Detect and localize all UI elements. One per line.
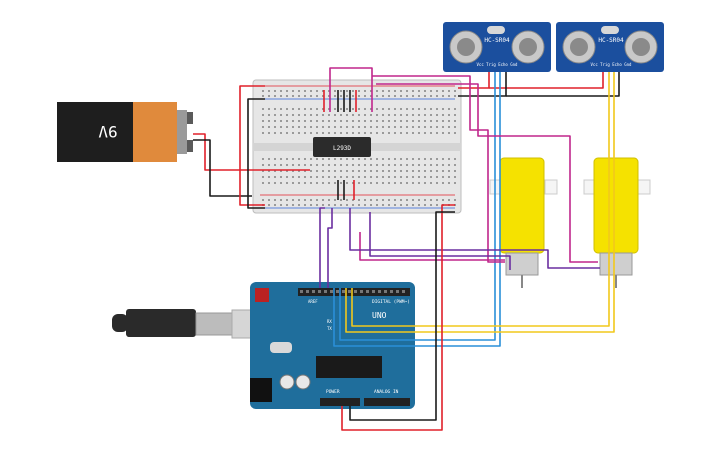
battery-label: 9V <box>98 122 118 141</box>
wire-arduino-gnd <box>349 211 455 421</box>
wire-rail-red-top <box>239 85 265 206</box>
wire-purple-3 <box>349 208 600 269</box>
wire-purple-2 <box>327 208 333 288</box>
wire-sensor1-echo <box>333 72 501 347</box>
sensor-1-pins: Vcc Trig Echo Gnd <box>477 62 519 67</box>
arduino-rx-label: RX <box>327 319 332 324</box>
ultrasonic-sensor-2: HC-SR04 Vcc Trig Echo Gnd <box>556 22 664 72</box>
arduino-tx-label: TX <box>327 326 332 331</box>
wire-magenta-3 <box>376 83 598 263</box>
wire-battery-negative <box>193 139 252 197</box>
arduino-aref-label: AREF <box>308 299 318 304</box>
wire-magenta-4 <box>359 232 505 261</box>
wire-sensor2-gnd <box>506 72 620 97</box>
wire-sensor2-trig <box>351 72 610 327</box>
wire-magenta-2 <box>372 75 505 263</box>
wire-battery-positive <box>193 133 310 171</box>
wire-sensor1-vcc <box>458 72 490 89</box>
wire-purple-4 <box>369 212 511 270</box>
sensor-1-label: HC-SR04 <box>484 37 510 44</box>
battery-9v: 9V <box>57 102 193 162</box>
ultrasonic-sensor-1: HC-SR04 Vcc Trig Echo Gnd <box>443 22 551 72</box>
dc-motor-1 <box>489 157 558 288</box>
wire-magenta-1 <box>329 67 373 112</box>
wire-sensor2-vcc <box>489 72 604 89</box>
arduino-digital-label: DIGITAL (PWM~) <box>372 299 410 305</box>
sensor-2-label: HC-SR04 <box>598 37 624 44</box>
sensor-2-pins: Vcc Trig Echo Gnd <box>591 62 633 67</box>
arduino-analog-label: ANALOG IN <box>374 389 399 395</box>
usb-cable <box>112 309 269 339</box>
l293d-chip: L293D <box>313 137 371 157</box>
wire-purple-1 <box>319 207 325 288</box>
chip-label: L293D <box>333 145 351 152</box>
arduino-power-label: POWER <box>326 389 340 395</box>
wire-arduino-5v <box>341 204 455 431</box>
wires <box>193 67 620 431</box>
wire-sensor2-echo <box>345 72 615 333</box>
wire-sensor1-trig <box>339 72 496 341</box>
dc-motor-2 <box>583 157 651 288</box>
wire-rail-black-top <box>247 98 265 209</box>
arduino-logo: UNO <box>372 311 387 320</box>
breadboard-holes <box>262 90 456 206</box>
arduino-pin-headers <box>300 290 405 293</box>
